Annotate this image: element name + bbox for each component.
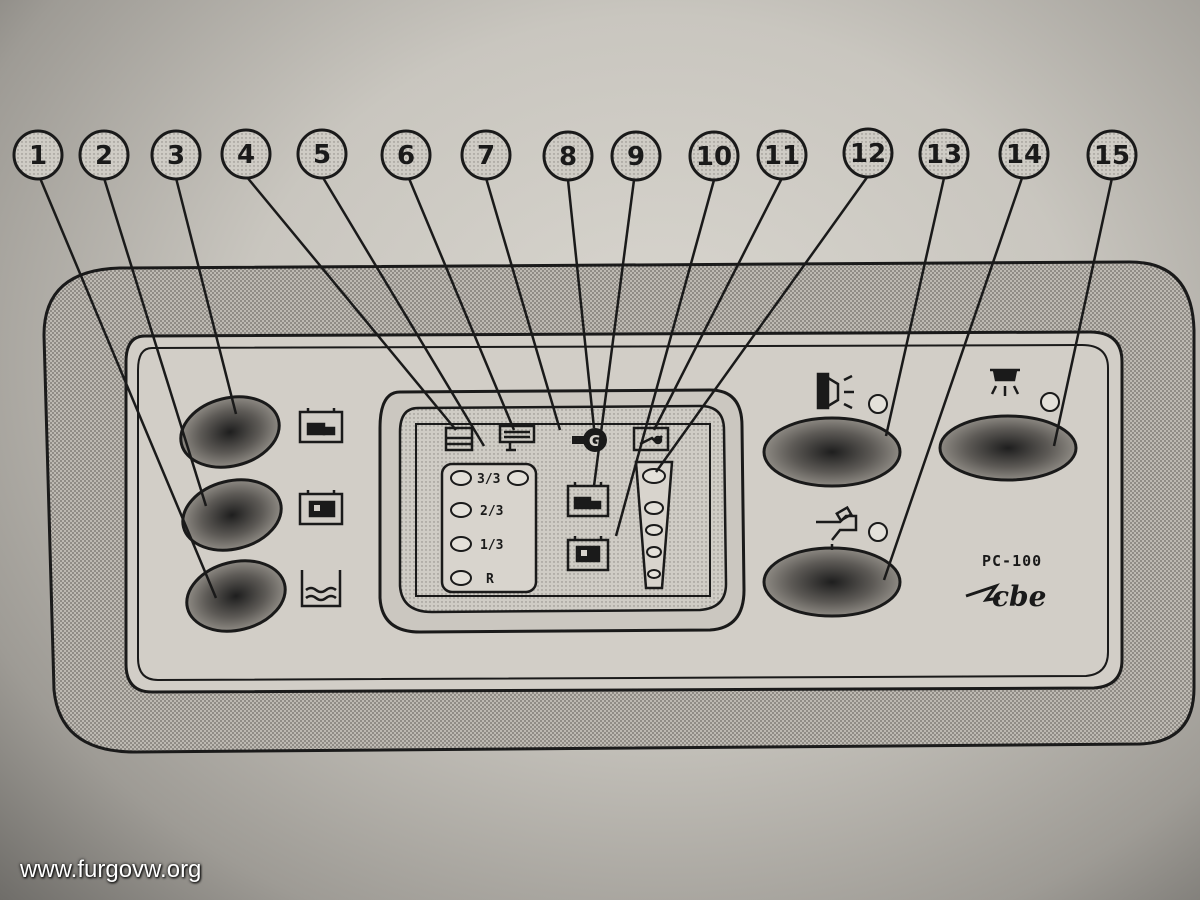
- panel-face-inner-line: [137, 343, 1109, 682]
- callout-14: 14: [998, 128, 1050, 180]
- led-level-r: [450, 570, 472, 586]
- svg-text:4: 4: [237, 140, 255, 170]
- callout-4: 4: [220, 128, 272, 180]
- faucet-icon: [816, 505, 858, 550]
- ceiling-light-indicator-led: [1040, 392, 1060, 412]
- button-1[interactable]: [179, 551, 292, 641]
- exterior-lamp-icon: [816, 372, 854, 410]
- level-label-1-3: 1/3: [480, 538, 503, 553]
- callout-13: 13: [918, 128, 970, 180]
- button-15[interactable]: [938, 414, 1078, 482]
- callout-11: 11: [756, 129, 808, 181]
- svg-text:10: 10: [696, 142, 732, 172]
- water-tank-icon: [300, 570, 342, 608]
- battery-caravan-display-icon: [566, 536, 610, 572]
- button-3[interactable]: [173, 387, 286, 477]
- callout-2: 2: [78, 129, 130, 181]
- callout-12: 12: [842, 127, 894, 179]
- callout-10: 10: [688, 130, 740, 182]
- cbe-logo: cbe: [965, 580, 1046, 613]
- svg-text:12: 12: [850, 139, 886, 169]
- battery-van-display-icon: [566, 482, 610, 518]
- brand-label: cbe: [992, 580, 1046, 613]
- voltage-led-3: [645, 524, 663, 536]
- callout-5: 5: [296, 128, 348, 180]
- pump-icon: [498, 424, 536, 452]
- led-level-1: [450, 536, 472, 552]
- callout-7: 7: [460, 129, 512, 181]
- level-label-2-3: 2/3: [480, 504, 503, 519]
- battery-van-icon: [298, 408, 344, 444]
- led-level-3: [450, 470, 472, 486]
- svg-text:15: 15: [1094, 141, 1130, 171]
- button-12[interactable]: [762, 546, 902, 618]
- led-level-2: [450, 502, 472, 518]
- voltage-led-4: [646, 546, 662, 558]
- callout-8: 8: [542, 130, 594, 182]
- tank-level-column: [440, 462, 538, 594]
- battery-caravan-icon: [298, 490, 344, 526]
- voltage-led-5: [647, 569, 661, 579]
- svg-text:14: 14: [1006, 140, 1042, 170]
- level-label-3-3: 3/3: [477, 472, 500, 487]
- svg-text:13: 13: [926, 140, 962, 170]
- faucet-indicator-led: [868, 522, 888, 542]
- button-13[interactable]: [762, 416, 902, 488]
- tank-level-icon: [444, 426, 474, 452]
- svg-text:1: 1: [29, 141, 47, 171]
- svg-text:5: 5: [313, 140, 331, 170]
- lamp-indicator-led: [868, 394, 888, 414]
- svg-text:3: 3: [167, 141, 185, 171]
- callout-9: 9: [610, 130, 662, 182]
- svg-text:11: 11: [764, 141, 800, 171]
- model-label: PC-100: [982, 552, 1042, 570]
- ceiling-light-icon: [990, 368, 1020, 396]
- led-pump: [507, 470, 529, 486]
- svg-text:6: 6: [397, 141, 415, 171]
- voltage-led-2: [644, 501, 664, 515]
- leader-lines: [38, 175, 1114, 599]
- callout-3: 3: [150, 129, 202, 181]
- callout-6: 6: [380, 129, 432, 181]
- svg-text:9: 9: [627, 142, 645, 172]
- button-2[interactable]: [175, 470, 288, 560]
- svg-text:2: 2: [95, 141, 113, 171]
- svg-text:7: 7: [477, 141, 495, 171]
- svg-text:8: 8: [559, 142, 577, 172]
- callout-15: 15: [1086, 129, 1138, 181]
- level-label-r: R: [486, 572, 494, 587]
- voltage-led-1: [642, 468, 666, 484]
- display-inner: [415, 423, 711, 597]
- watermark-text: www.furgovw.org: [20, 856, 202, 883]
- mains-plug-icon: [632, 426, 670, 452]
- callout-1: 1: [12, 129, 64, 181]
